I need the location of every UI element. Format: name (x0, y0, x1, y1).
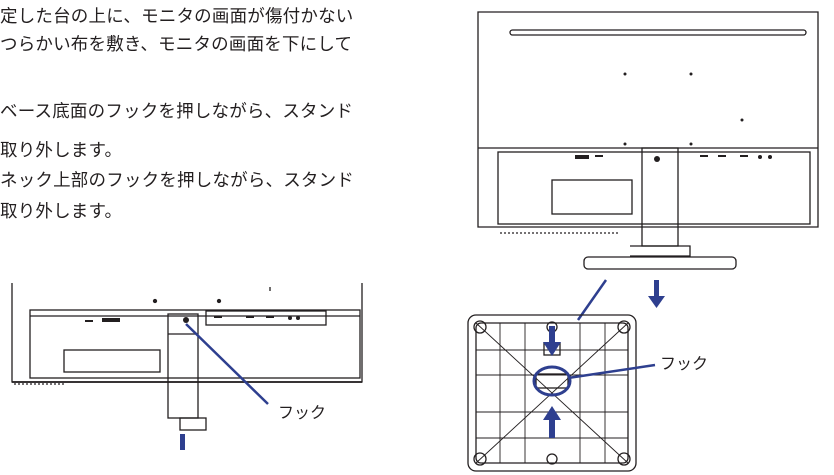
monitor-frame (477, 11, 819, 228)
hook-label-left: フック (278, 403, 327, 422)
hook-pointer-right (567, 363, 656, 380)
hook-slot (535, 373, 569, 389)
rear-panel (29, 309, 361, 379)
instruction-line-6: 取り外します。 (0, 202, 123, 222)
label-plate-right (551, 179, 633, 215)
hook-label-right: フック (660, 354, 709, 373)
base-outline (467, 314, 637, 472)
rear-panel-right (497, 151, 811, 225)
stand-base-edge (583, 256, 737, 270)
label-plate (63, 349, 161, 373)
hook-highlight (532, 365, 572, 397)
instruction-line-2: つらかい布を敷き、モニタの画面を下にして (0, 35, 353, 55)
down-arrow-left (180, 434, 185, 450)
instruction-line-4: 取り外します。 (0, 141, 123, 161)
instruction-line-1: 定した台の上に、モニタの画面が傷付かない (0, 7, 354, 27)
instruction-line-5: ネック上部のフックを押しながら、スタンド (0, 171, 354, 191)
vent-slot (509, 29, 807, 36)
instruction-line-3: ベース底面のフックを押しながら、スタンド (0, 102, 354, 122)
down-arrow-right (648, 280, 665, 308)
hook-pointer-left (185, 323, 269, 405)
base-pointer (576, 279, 608, 321)
